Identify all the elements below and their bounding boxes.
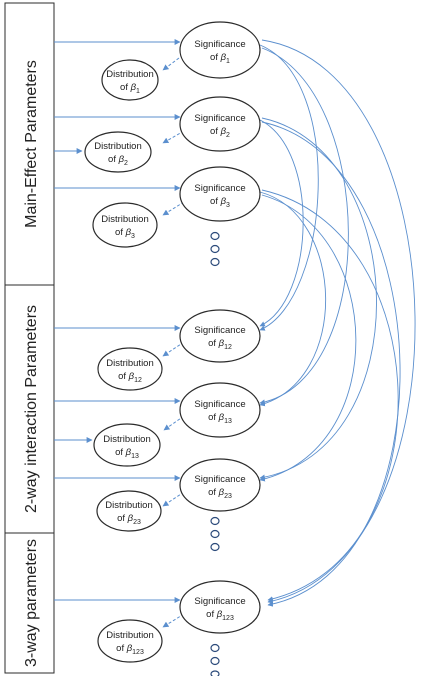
significance-title: Significance xyxy=(194,113,245,124)
significance-node-b3: Significance of β3 xyxy=(179,166,261,222)
significance-title: Significance xyxy=(194,183,245,194)
curve-b3-to-b13 xyxy=(259,191,326,407)
significance-ellipse xyxy=(179,458,261,512)
distribution-ellipse xyxy=(101,59,159,101)
continuation-dots xyxy=(210,231,220,676)
distribution-ellipse xyxy=(84,131,152,173)
distribution-parameter: of β1 xyxy=(120,82,140,95)
significance-node-b12: Significance of β12 xyxy=(179,309,261,363)
distribution-parameter: of β23 xyxy=(117,513,141,526)
dash-arrow-b123 xyxy=(162,613,185,628)
distribution-ellipse xyxy=(96,490,162,532)
significance-title: Significance xyxy=(194,596,245,607)
curve-b3-to-b123 xyxy=(261,189,399,602)
dash-arrow-b3 xyxy=(162,201,185,216)
significance-node-b23: Significance of β23 xyxy=(179,458,261,512)
significance-ellipse xyxy=(179,382,261,438)
curve-b2-to-b12 xyxy=(259,119,304,327)
significance-parameter: of β23 xyxy=(208,487,232,500)
group-box-two-way: 2-way interaction Parameters xyxy=(4,284,55,534)
group-label-two-way: 2-way interaction Parameters xyxy=(23,305,40,513)
distribution-ellipse xyxy=(97,347,163,391)
curve-b3-to-b23 xyxy=(259,194,357,482)
dashed-arrows xyxy=(162,54,185,628)
dash-arrow-b12 xyxy=(162,341,185,357)
group-label-main-effect: Main-Effect Parameters xyxy=(23,60,40,228)
distribution-node-b12: Distribution of β12 xyxy=(97,347,163,391)
significance-title: Significance xyxy=(194,474,245,485)
significance-title: Significance xyxy=(194,39,245,50)
dash-arrow-b13 xyxy=(163,415,185,431)
group-box-main-effect: Main-Effect Parameters xyxy=(4,2,55,286)
distribution-title: Distribution xyxy=(106,69,154,80)
distribution-node-b3: Distribution of β3 xyxy=(92,202,158,248)
significance-parameter: of β12 xyxy=(208,338,232,351)
significance-ellipse xyxy=(179,309,261,363)
significance-node-b1: Significance of β1 xyxy=(179,21,261,79)
distribution-title: Distribution xyxy=(94,141,142,152)
distribution-title: Distribution xyxy=(106,630,154,641)
significance-ellipse xyxy=(179,21,261,79)
significance-node-b2: Significance of β2 xyxy=(179,96,261,152)
distribution-parameter: of β13 xyxy=(115,447,139,460)
distribution-title: Distribution xyxy=(103,434,151,445)
distribution-node-b123: Distribution of β123 xyxy=(97,619,163,663)
dependency-curves xyxy=(259,39,416,607)
ellipsis-three-way xyxy=(210,643,220,676)
distribution-ellipse xyxy=(93,423,161,467)
distribution-title: Distribution xyxy=(106,358,154,369)
significance-ellipse xyxy=(179,580,261,634)
curve-b2-to-b123 xyxy=(261,121,401,607)
significance-parameter: of β1 xyxy=(210,52,230,65)
input-arrows xyxy=(54,39,181,603)
distribution-ellipse xyxy=(97,619,163,663)
distribution-node-b23: Distribution of β23 xyxy=(96,490,162,532)
significance-parameter: of β13 xyxy=(208,412,232,425)
distribution-parameter: of β123 xyxy=(116,643,144,656)
significance-parameter: of β2 xyxy=(210,126,230,139)
significance-title: Significance xyxy=(194,399,245,410)
curve-b1-to-b12 xyxy=(259,44,319,331)
significance-node-b13: Significance of β13 xyxy=(179,382,261,438)
group-box-three-way: 3-way parameters xyxy=(4,532,55,674)
distribution-title: Distribution xyxy=(101,214,149,225)
dash-arrow-b23 xyxy=(162,491,185,507)
distribution-node-b1: Distribution of β1 xyxy=(101,59,159,101)
curve-b1-to-b123 xyxy=(261,39,416,604)
distribution-node-b13: Distribution of β13 xyxy=(93,423,161,467)
significance-title: Significance xyxy=(194,325,245,336)
distribution-node-b2: Distribution of β2 xyxy=(84,131,152,173)
significance-parameter: of β3 xyxy=(210,196,230,209)
ellipsis-main-effects xyxy=(210,231,220,267)
distribution-parameter: of β2 xyxy=(108,154,128,167)
distribution-title: Distribution xyxy=(105,500,153,511)
significance-node-b123: Significance of β123 xyxy=(179,580,261,634)
distribution-parameter: of β12 xyxy=(118,371,142,384)
dash-arrow-b2 xyxy=(162,130,185,144)
ellipsis-two-way xyxy=(210,516,220,552)
curve-b1-to-b13 xyxy=(259,47,349,405)
distribution-parameter: of β3 xyxy=(115,227,135,240)
group-label-three-way: 3-way parameters xyxy=(23,539,40,667)
dash-arrow-b1 xyxy=(162,54,184,71)
significance-parameter: of β123 xyxy=(206,609,234,622)
significance-ellipse xyxy=(179,166,261,222)
distribution-ellipse xyxy=(92,202,158,248)
significance-ellipse xyxy=(179,96,261,152)
